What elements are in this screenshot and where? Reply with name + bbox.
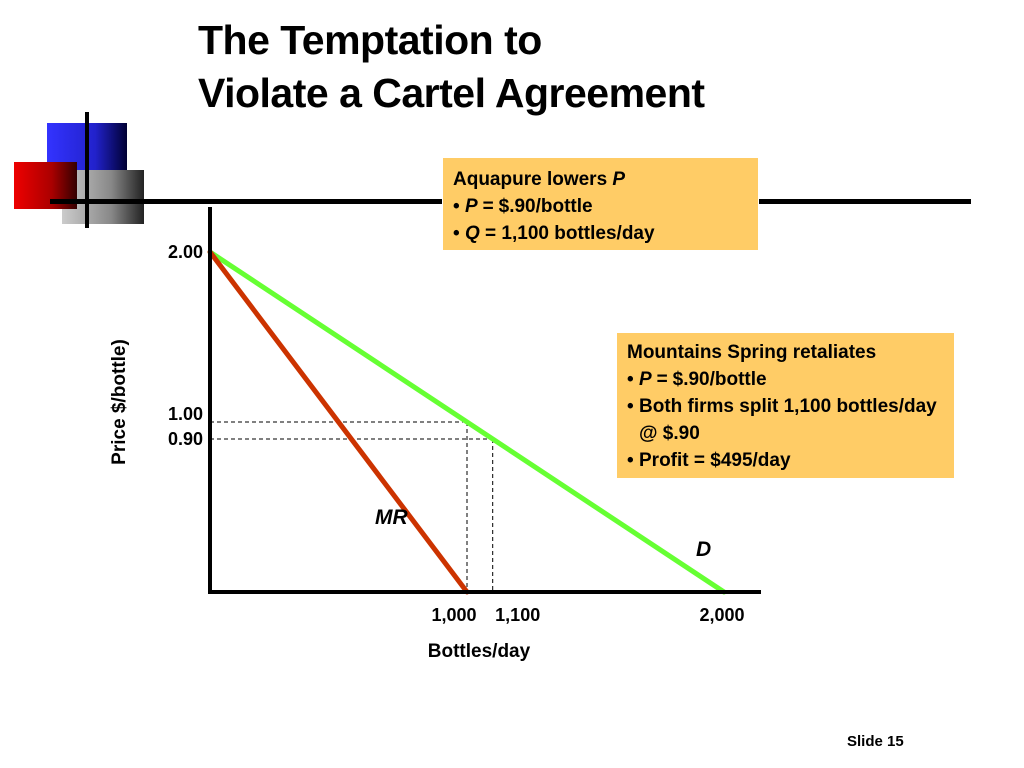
y-axis-label: Price $/bottle) [109, 339, 130, 465]
series-line-mr [207, 249, 470, 595]
x-tick-label: 1,000 [431, 605, 476, 625]
item-text: Profit = $495/day [639, 450, 791, 471]
item-em: P = [639, 369, 668, 390]
item-text: $.90/bottle [667, 369, 767, 390]
callout-item: •P = $.90/bottle [453, 193, 748, 220]
y-tick-label: 0.90 [168, 429, 203, 449]
callout-mountains-spring: Mountains Spring retaliates •P = $.90/bo… [616, 332, 955, 479]
series-line-d [207, 249, 727, 595]
item-text: = 1,100 bottles/day [479, 223, 655, 244]
callout-heading-em: P [612, 169, 626, 190]
item-em: Q [465, 223, 480, 244]
x-axis-label: Bottles/day [428, 641, 531, 662]
y-tick-label: 2.00 [168, 242, 203, 262]
item-text: $.90/bottle [493, 196, 593, 217]
x-tick-label: 2,000 [699, 605, 744, 625]
tick-labels: 2.00 1.00 0.90 1,000 1,100 2,000 [168, 242, 745, 625]
title-line-1: The Temptation to [198, 17, 542, 63]
bullet: • [453, 223, 460, 244]
logo-vertical-bar [85, 112, 89, 228]
series-label-mr: MR [375, 506, 408, 529]
callout-heading-text: Mountains Spring retaliates [627, 342, 877, 363]
decorative-logo [14, 112, 144, 228]
callout-item: •P = $.90/bottle [627, 366, 944, 393]
callout-aquapure: Aquapure lowers P •P = $.90/bottle •Q = … [442, 157, 759, 251]
slide-title: The Temptation to Violate a Cartel Agree… [198, 14, 705, 120]
y-tick-label: 1.00 [168, 404, 203, 424]
callout-item: •Both firms split 1,100 bottles/day @ $.… [627, 393, 944, 447]
item-em: P = [465, 196, 494, 217]
bullet: • [627, 396, 634, 417]
callout-item: •Profit = $495/day [627, 447, 944, 474]
series-label-d: D [696, 538, 711, 561]
slide-number: Slide 15 [847, 733, 904, 750]
bullet: • [627, 369, 634, 390]
callout-item: •Q = 1,100 bottles/day [453, 220, 748, 247]
x-tick-label: 1,100 [495, 605, 540, 625]
callout-heading: Aquapure lowers P [453, 166, 748, 193]
callout-heading: Mountains Spring retaliates [627, 339, 944, 366]
series-layer: D MR [207, 249, 727, 595]
bullet: • [627, 450, 634, 471]
item-text: Both firms split 1,100 bottles/day @ $.9… [639, 396, 937, 444]
callout-heading-text: Aquapure lowers [453, 169, 613, 190]
bullet: • [453, 196, 460, 217]
title-line-2: Violate a Cartel Agreement [198, 70, 705, 116]
